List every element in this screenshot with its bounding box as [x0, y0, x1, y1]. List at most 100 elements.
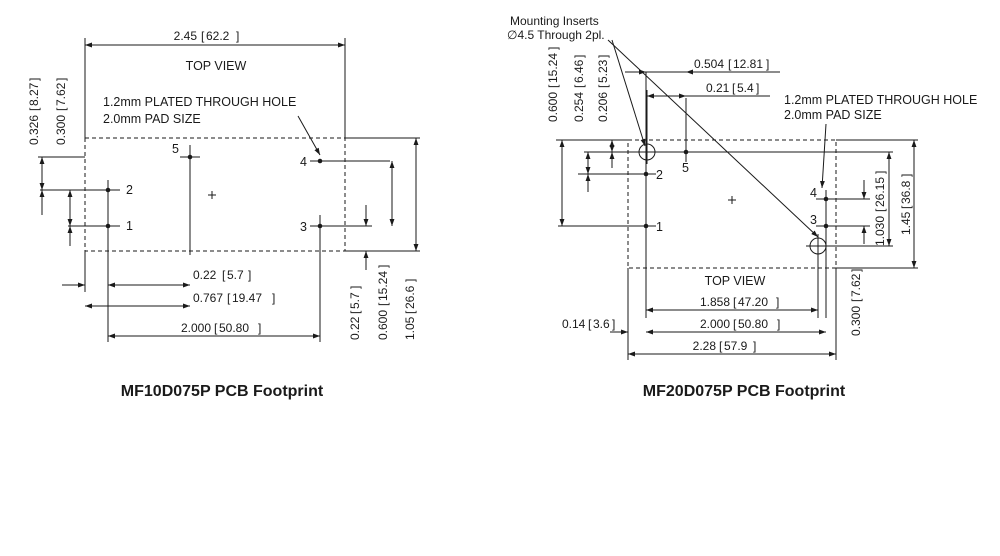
svg-text:[: [ [222, 268, 226, 282]
svg-text:]: ] [753, 339, 756, 353]
svg-text:[: [ [596, 84, 610, 88]
svg-text:0.600: 0.600 [546, 92, 560, 122]
f2-dim-0600: 0.600 [ 15.24 ] [546, 47, 560, 122]
svg-text:0.300: 0.300 [849, 306, 863, 336]
svg-text:5.7: 5.7 [348, 292, 362, 309]
svg-text:3.6: 3.6 [593, 317, 610, 331]
svg-text:]: ] [248, 268, 251, 282]
svg-text:1.45: 1.45 [899, 211, 913, 235]
footprint-2: Mounting Inserts ∅4.5 Through 2pl. 5 2 1 [507, 14, 977, 400]
svg-text:[: [ [214, 321, 218, 335]
f2-dim-1858: 1.858 [700, 295, 730, 309]
svg-text:0.22: 0.22 [348, 316, 362, 340]
svg-text:]: ] [756, 81, 759, 95]
svg-text:5: 5 [682, 161, 689, 175]
svg-text:]: ] [403, 279, 417, 282]
svg-text:4: 4 [810, 186, 817, 200]
svg-text:[: [ [849, 298, 863, 302]
f2-pin-2: 2 [578, 168, 663, 182]
f1-caption: MF10D075P PCB Footprint [121, 383, 324, 400]
svg-text:[: [ [27, 107, 41, 111]
svg-text:0.326: 0.326 [27, 115, 41, 145]
svg-text:[: [ [403, 310, 417, 314]
f2-inserts-note-2: ∅4.5 Through 2pl. [507, 28, 605, 42]
svg-text:26.6: 26.6 [403, 285, 417, 309]
svg-text:]: ] [546, 47, 560, 50]
svg-text:[: [ [376, 302, 390, 306]
svg-text:15.24: 15.24 [376, 271, 390, 301]
f2-dim-014: 0.14 [562, 317, 586, 331]
svg-text:[: [ [588, 317, 592, 331]
svg-text:36.8: 36.8 [899, 180, 913, 204]
svg-text:]: ] [766, 57, 769, 71]
svg-text:]: ] [348, 286, 362, 289]
svg-text:[: [ [227, 291, 231, 305]
svg-text:0.254: 0.254 [572, 92, 586, 122]
svg-text:3: 3 [300, 220, 307, 234]
svg-text:]: ] [899, 174, 913, 177]
svg-text:19.47: 19.47 [232, 291, 262, 305]
svg-text:1.05: 1.05 [403, 316, 417, 340]
svg-text:1: 1 [126, 219, 133, 233]
svg-text:0.206: 0.206 [596, 92, 610, 122]
svg-text:]: ] [777, 317, 780, 331]
f1-pin-2: 2 [40, 183, 133, 197]
svg-text:1: 1 [656, 220, 663, 234]
svg-text:[: [ [719, 339, 723, 353]
f1-pin-3: 3 [300, 215, 372, 342]
f2-pin-3: 3 [810, 190, 870, 318]
f2-dim-0504: 0.504 [694, 57, 724, 71]
f2-inserts-note-1: Mounting Inserts [510, 14, 599, 28]
f1-dim-v105: 1.05 [ 26.6 ] [403, 279, 417, 340]
svg-text:]: ] [54, 78, 68, 81]
svg-text:8.27: 8.27 [27, 82, 41, 106]
svg-text:]: ] [572, 55, 586, 58]
svg-text:15.24: 15.24 [546, 53, 560, 83]
svg-text:]: ] [258, 321, 261, 335]
svg-text:]: ] [236, 29, 239, 43]
f1-dim-022: 0.22 [193, 268, 217, 282]
svg-text:[: [ [732, 81, 736, 95]
svg-text:]: ] [873, 171, 887, 174]
svg-text:4: 4 [300, 155, 307, 169]
f2-pin-4: 4 [810, 186, 870, 202]
f2-dim-228: 2.28 [693, 339, 717, 353]
svg-text:57.9: 57.9 [724, 339, 748, 353]
f1-width-in: 2.45 [174, 29, 198, 43]
f2-dim-0254: 0.254 [ 6.46 ] [572, 55, 586, 122]
f2-dim-0300: 0.300 [ 7.62 ] [849, 269, 863, 336]
svg-text:]: ] [776, 295, 779, 309]
f2-dim-021: 0.21 [706, 81, 730, 95]
svg-text:[: [ [728, 57, 732, 71]
svg-text:[: [ [201, 29, 205, 43]
f1-dim-v0600: 0.600 [ 15.24 ] [376, 265, 390, 340]
f2-hole-note-2: 2.0mm PAD SIZE [784, 108, 882, 122]
svg-text:1.030: 1.030 [873, 216, 887, 246]
svg-text:[: [ [873, 208, 887, 212]
f1-dim-0326: 0.326 [ 8.27 ] [27, 78, 41, 145]
svg-text:47.20: 47.20 [738, 295, 768, 309]
svg-text:3: 3 [810, 213, 817, 227]
f1-dim-0300: 0.300 [ 7.62 ] [54, 78, 68, 145]
f1-dim-v022: 0.22 [ 5.7 ] [348, 286, 362, 340]
svg-text:]: ] [272, 291, 275, 305]
f1-pin-1: 1 [68, 180, 133, 342]
svg-text:5.23: 5.23 [596, 59, 610, 83]
svg-text:26.15: 26.15 [873, 177, 887, 207]
svg-text:50.80: 50.80 [738, 317, 768, 331]
f1-dim-0767: 0.767 [193, 291, 223, 305]
f1-pin-5: 5 [172, 142, 200, 255]
f1-hole-note-1: 1.2mm PLATED THROUGH HOLE [103, 95, 296, 109]
svg-text:]: ] [612, 317, 615, 331]
svg-text:[: [ [733, 295, 737, 309]
svg-text:]: ] [27, 78, 41, 81]
f1-dim-2000: 2.000 [181, 321, 211, 335]
svg-text:[: [ [54, 107, 68, 111]
footprint-1: 2.45 [ 62.2 ] TOP VIEW 1.2mm PLATED THRO… [27, 29, 420, 400]
svg-text:0.300: 0.300 [54, 115, 68, 145]
f2-dim-1030: 1.030 [ 26.15 ] [873, 171, 887, 246]
f1-pin-4: 4 [300, 155, 390, 169]
footprint-1-outline [84, 137, 346, 252]
svg-text:]: ] [376, 265, 390, 268]
